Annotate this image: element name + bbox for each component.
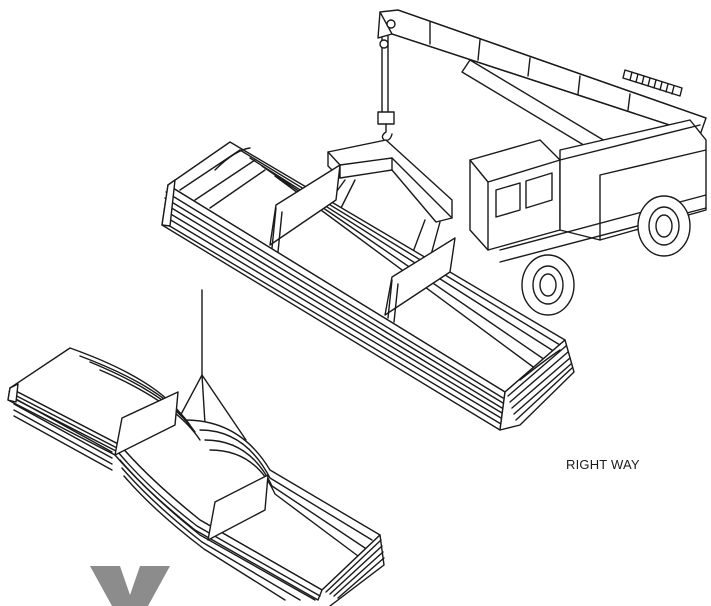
wheel — [637, 195, 691, 257]
mobile-crane-icon — [377, 9, 707, 316]
coil-bundle-straight-lift — [161, 141, 575, 431]
spreader-bar-icon — [327, 139, 453, 223]
wheel — [521, 254, 575, 316]
gray-x-mark — [90, 566, 170, 606]
coil-bundle-sagging-lift — [7, 347, 385, 606]
caption-right-way: RIGHT WAY — [566, 457, 640, 472]
